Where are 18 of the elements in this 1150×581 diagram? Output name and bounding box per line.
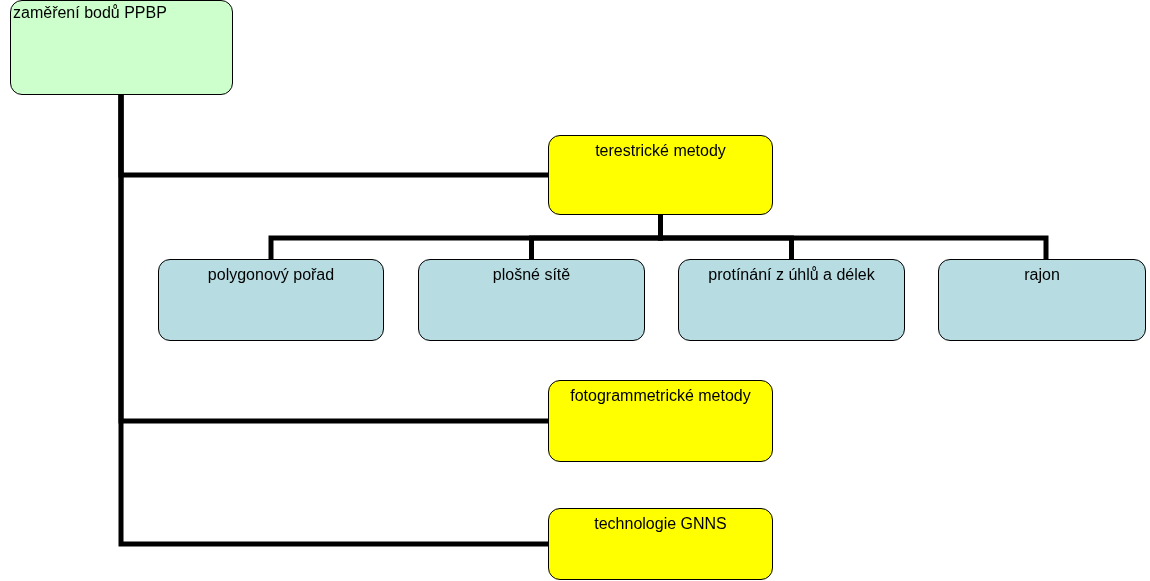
node-label: rajon [1023,265,1061,285]
method-box [678,259,905,341]
node-label: plošné sítě [491,265,572,285]
method-box [418,259,645,341]
category-box [548,380,773,462]
node-label: zaměření bodů PPBP [13,3,168,23]
node-label: polygonový pořad [206,265,336,285]
connector-line [658,215,1049,259]
node-label: fotogrammetrické metody [569,386,752,406]
category-box [548,135,773,215]
start-box [10,0,233,95]
node-label: terestrické metody [594,141,727,161]
connector-line [118,95,548,547]
method-box [938,259,1146,341]
category-box [548,508,773,580]
node-label: technologie GNNS [593,514,728,534]
method-box [158,259,384,341]
node-label: protínání z úhlů a délek [707,265,876,285]
